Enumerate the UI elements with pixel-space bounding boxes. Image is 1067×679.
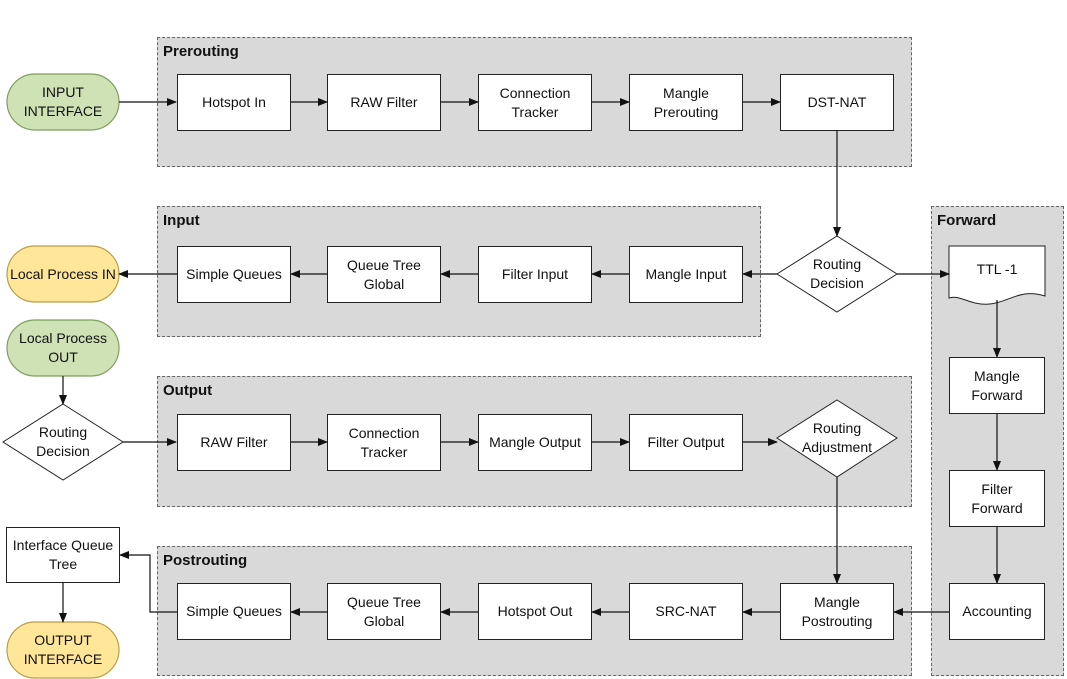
hotspot-in-box: Hotspot In xyxy=(177,74,291,131)
src-nat-box: SRC-NAT xyxy=(629,583,743,640)
mangle-output-box: Mangle Output xyxy=(478,414,592,471)
output-interface-label: OUTPUT INTERFACE xyxy=(23,632,103,667)
local-process-out-label: Local Process OUT xyxy=(19,330,107,365)
raw-filter-output-box: RAW Filter xyxy=(177,414,291,471)
routing-decision-main-label: Routing Decision xyxy=(810,256,864,291)
mangle-postrouting-box: Mangle Postrouting xyxy=(780,583,894,640)
routing-decision-main-diamond xyxy=(776,235,898,313)
arrow-simple-queues-to-interface-queue-tree xyxy=(119,551,177,613)
filter-output-box: Filter Output xyxy=(629,414,743,471)
dst-nat-box: DST-NAT xyxy=(780,74,894,131)
mangle-prerouting-box: Mangle Prerouting xyxy=(629,74,743,131)
filter-input-box: Filter Input xyxy=(478,246,592,303)
ttl-label: TTL -1 xyxy=(976,260,1018,277)
simple-queues-input-box: Simple Queues xyxy=(177,246,291,303)
hotspot-out-box: Hotspot Out xyxy=(478,583,592,640)
ttl-document-shape xyxy=(948,245,1046,305)
output-title: Output xyxy=(163,382,213,399)
routing-decision-local-diamond xyxy=(2,403,124,481)
interface-queue-tree-box: Interface Queue Tree xyxy=(6,527,120,583)
input-interface-label: INPUT INTERFACE xyxy=(23,84,103,119)
connection-tracker-prerouting-box: Connection Tracker xyxy=(478,74,592,131)
forward-title: Forward xyxy=(937,212,997,229)
connection-tracker-output-box: Connection Tracker xyxy=(327,414,441,471)
simple-queues-postrouting-box: Simple Queues xyxy=(177,583,291,640)
accounting-box: Accounting xyxy=(949,583,1045,640)
input-title: Input xyxy=(163,212,200,229)
prerouting-title: Prerouting xyxy=(163,43,239,60)
mangle-input-box: Mangle Input xyxy=(629,246,743,303)
filter-forward-box: Filter Forward xyxy=(949,470,1045,527)
raw-filter-prerouting-box: RAW Filter xyxy=(327,74,441,131)
postrouting-title: Postrouting xyxy=(163,552,248,569)
mangle-forward-box: Mangle Forward xyxy=(949,357,1045,414)
queue-tree-global-input-box: Queue Tree Global xyxy=(327,246,441,303)
local-process-in-label: Local Process IN xyxy=(10,265,116,282)
routing-adjustment-label: Routing Adjustment xyxy=(801,420,873,455)
queue-tree-global-postrouting-box: Queue Tree Global xyxy=(327,583,441,640)
routing-decision-local-label: Routing Decision xyxy=(36,424,90,459)
